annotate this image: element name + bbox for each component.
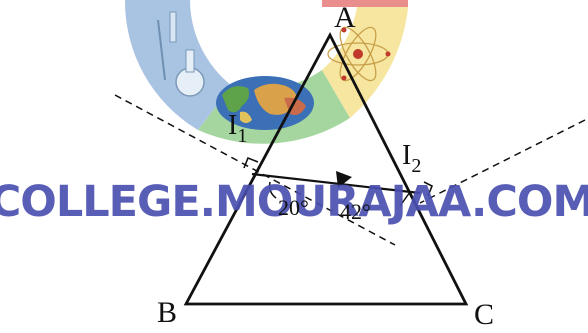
ray-arrow-icon	[336, 171, 352, 188]
vertex-label-c: C	[474, 298, 494, 331]
logo-red-band	[322, 0, 408, 7]
right-angle-mark-i2	[423, 181, 434, 197]
normal-line-left	[114, 94, 396, 246]
angle-arc-right	[399, 191, 411, 207]
light-ray	[251, 171, 421, 195]
watermark-text: COLLEGE.MOURAJAA.COM	[0, 177, 588, 227]
right-angle-mark-i1	[243, 156, 259, 169]
normal-line-right	[419, 119, 586, 204]
flask-icon	[157, 11, 205, 97]
point-label-i1: I1	[228, 110, 247, 147]
vertex-label-a: A	[334, 1, 356, 34]
angle-label-right: 42°	[340, 199, 371, 224]
science-logo-emblem	[124, 0, 408, 144]
angle-arc-left	[268, 181, 277, 199]
point-label-i2: I2	[402, 140, 421, 177]
vertex-label-b: B	[157, 296, 177, 329]
atom-icon	[327, 26, 391, 82]
angle-label-left: 20°	[278, 195, 309, 220]
prism-triangle	[183, 31, 469, 306]
